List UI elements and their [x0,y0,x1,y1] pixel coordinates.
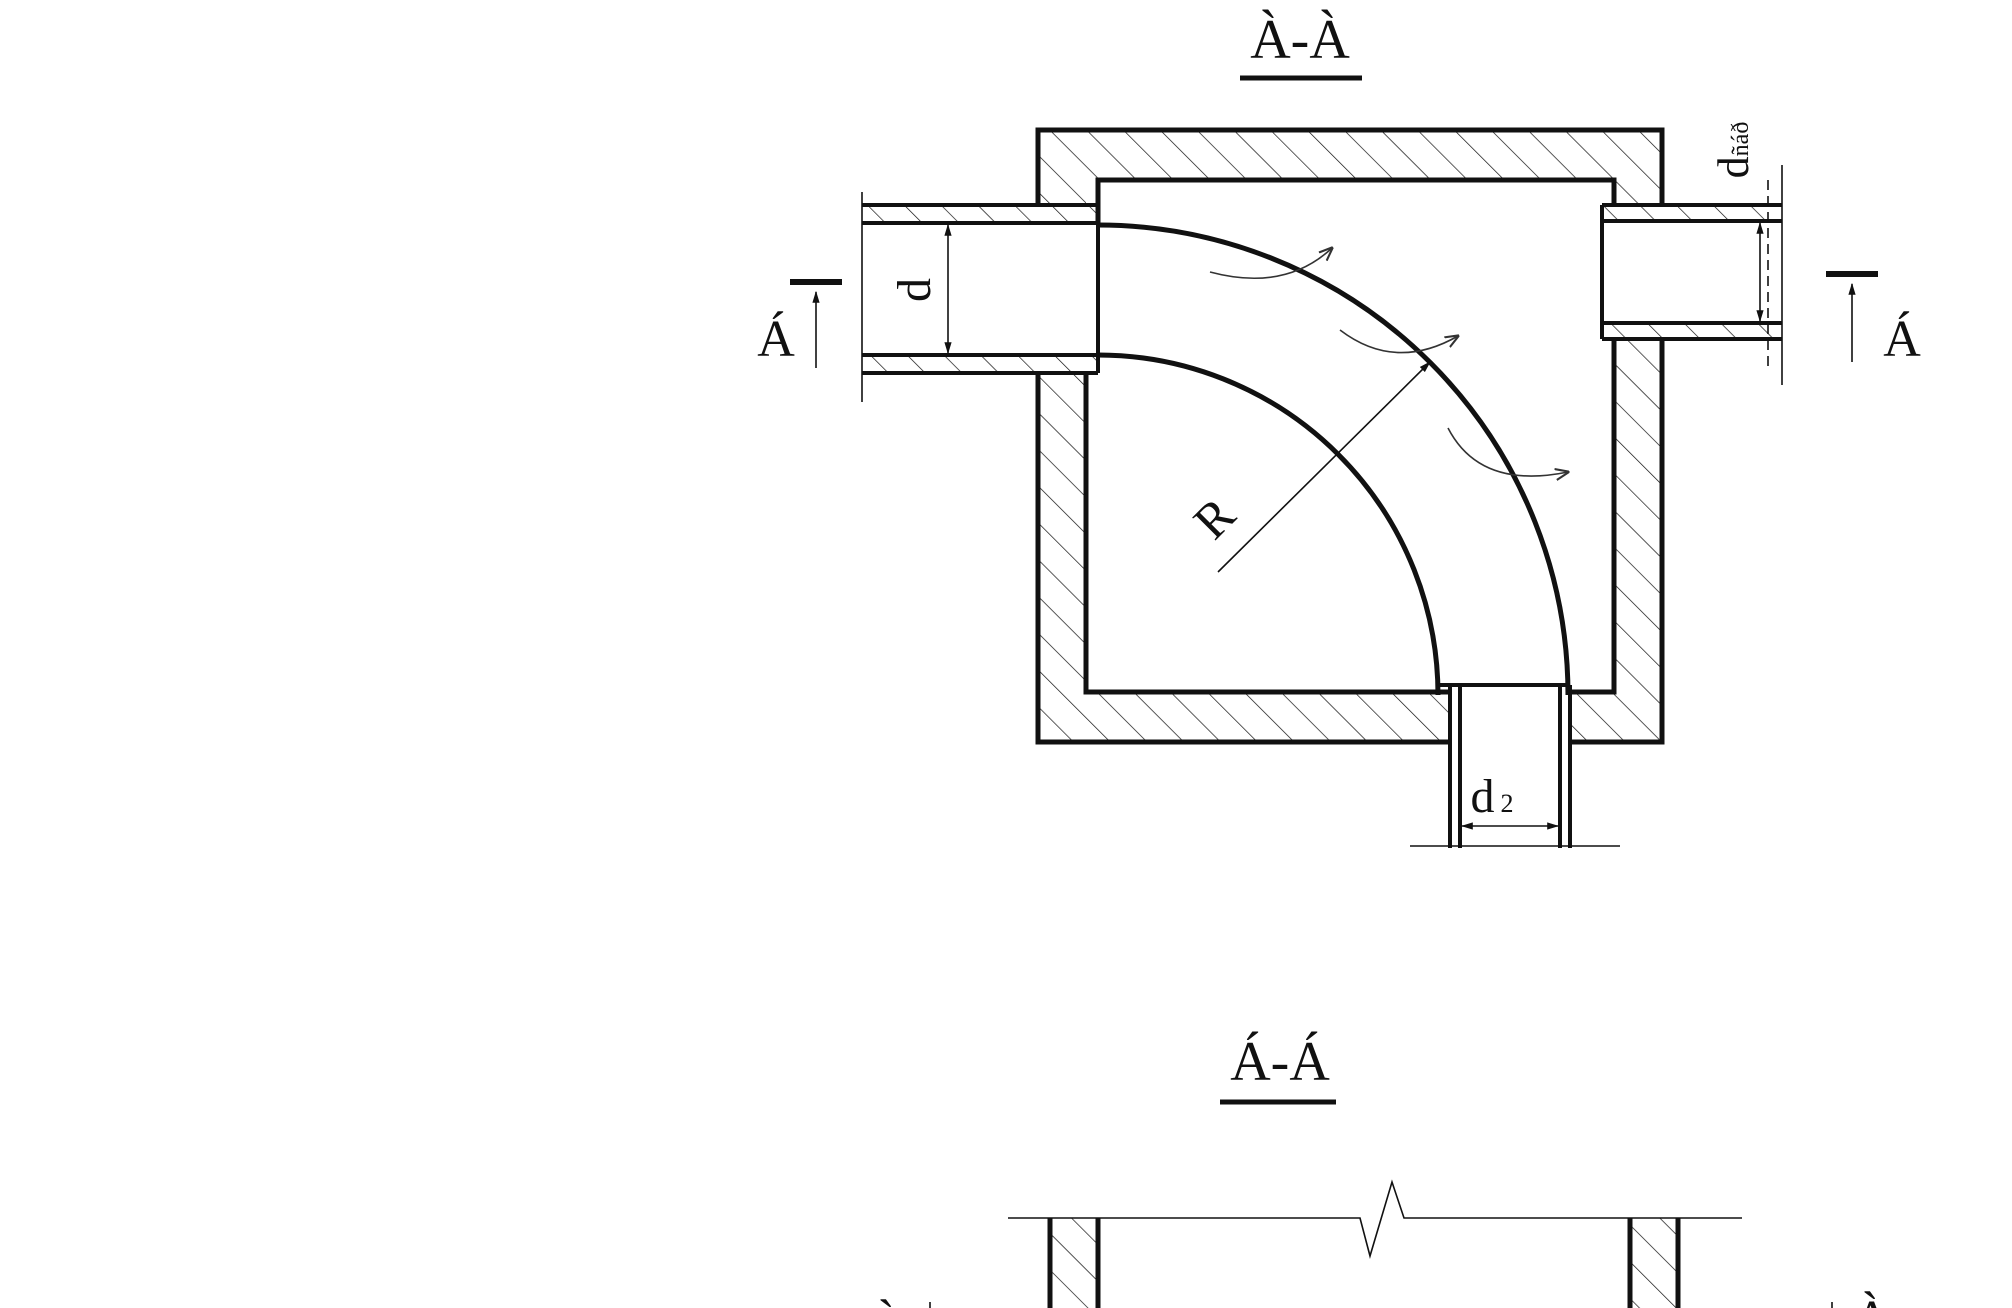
inlet-pipe-opening [1036,205,1098,373]
section-mark-right-label: Á [1883,310,1921,368]
flow-arrows [1209,248,1568,476]
section-mark-left: Á [757,279,842,368]
outlet-pipe [1600,165,1783,385]
section-mark-left-label: Á [757,310,795,368]
break-line [1008,1179,1742,1259]
bottom-pipe [1410,683,1620,848]
bend-outer-curve [1097,222,1571,696]
chamber-inner-wall [1083,177,1617,695]
section-view-mark-left-label: À [869,1298,907,1308]
top-view-section-title: À-À [1250,9,1350,71]
section-left-wall-hatching [1050,1218,1098,1308]
top-view: À-À [757,9,1921,848]
inlet-diameter-label: d [888,278,941,302]
section-mark-right: Á [1826,271,1921,368]
section-right-wall-hatching [1630,1218,1678,1308]
section-view-mark-left: À [869,1298,931,1308]
section-view-mark-right-label: À [1853,1290,1891,1308]
inlet-pipe [861,192,1100,402]
radius-dimension-line [1217,361,1431,573]
chamber-outer-wall [1035,127,1665,745]
section-view-mark-right: À [1831,1290,1891,1308]
radius-label: R [1182,486,1246,550]
outlet-diameter-label: dñáð [1709,122,1758,179]
outlet-pipe-opening [1602,205,1664,339]
bend-inner-curve [1097,352,1441,696]
section-view-title: Á-Á [1230,1031,1330,1093]
section-view: Á-Á À À [869,1031,1891,1308]
bottom-pipe-opening [1448,680,1572,744]
